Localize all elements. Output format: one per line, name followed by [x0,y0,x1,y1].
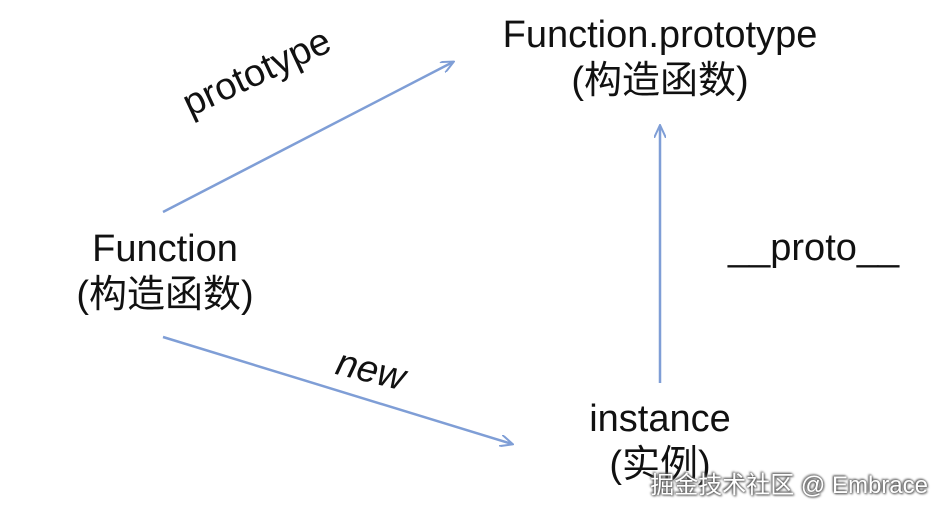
instance-subtitle: (实例) [609,444,711,486]
watermark: 掘金技术社区 @ Embrace [650,472,928,499]
function-prototype-subtitle: (构造函数) [571,60,749,102]
function-prototype-node: Function.prototype (构造函数) [470,12,850,104]
instance-title: instance [589,398,731,440]
arrow-new [162,335,512,444]
function-prototype-title: Function.prototype [502,14,818,56]
arrow-prototype [162,62,453,214]
function-title: Function [92,228,238,270]
instance-node: instance (实例) [545,396,775,488]
function-subtitle: (构造函数) [76,274,254,316]
function-node: Function (构造函数) [40,226,290,318]
edge-label-proto: __proto__ [728,227,900,269]
